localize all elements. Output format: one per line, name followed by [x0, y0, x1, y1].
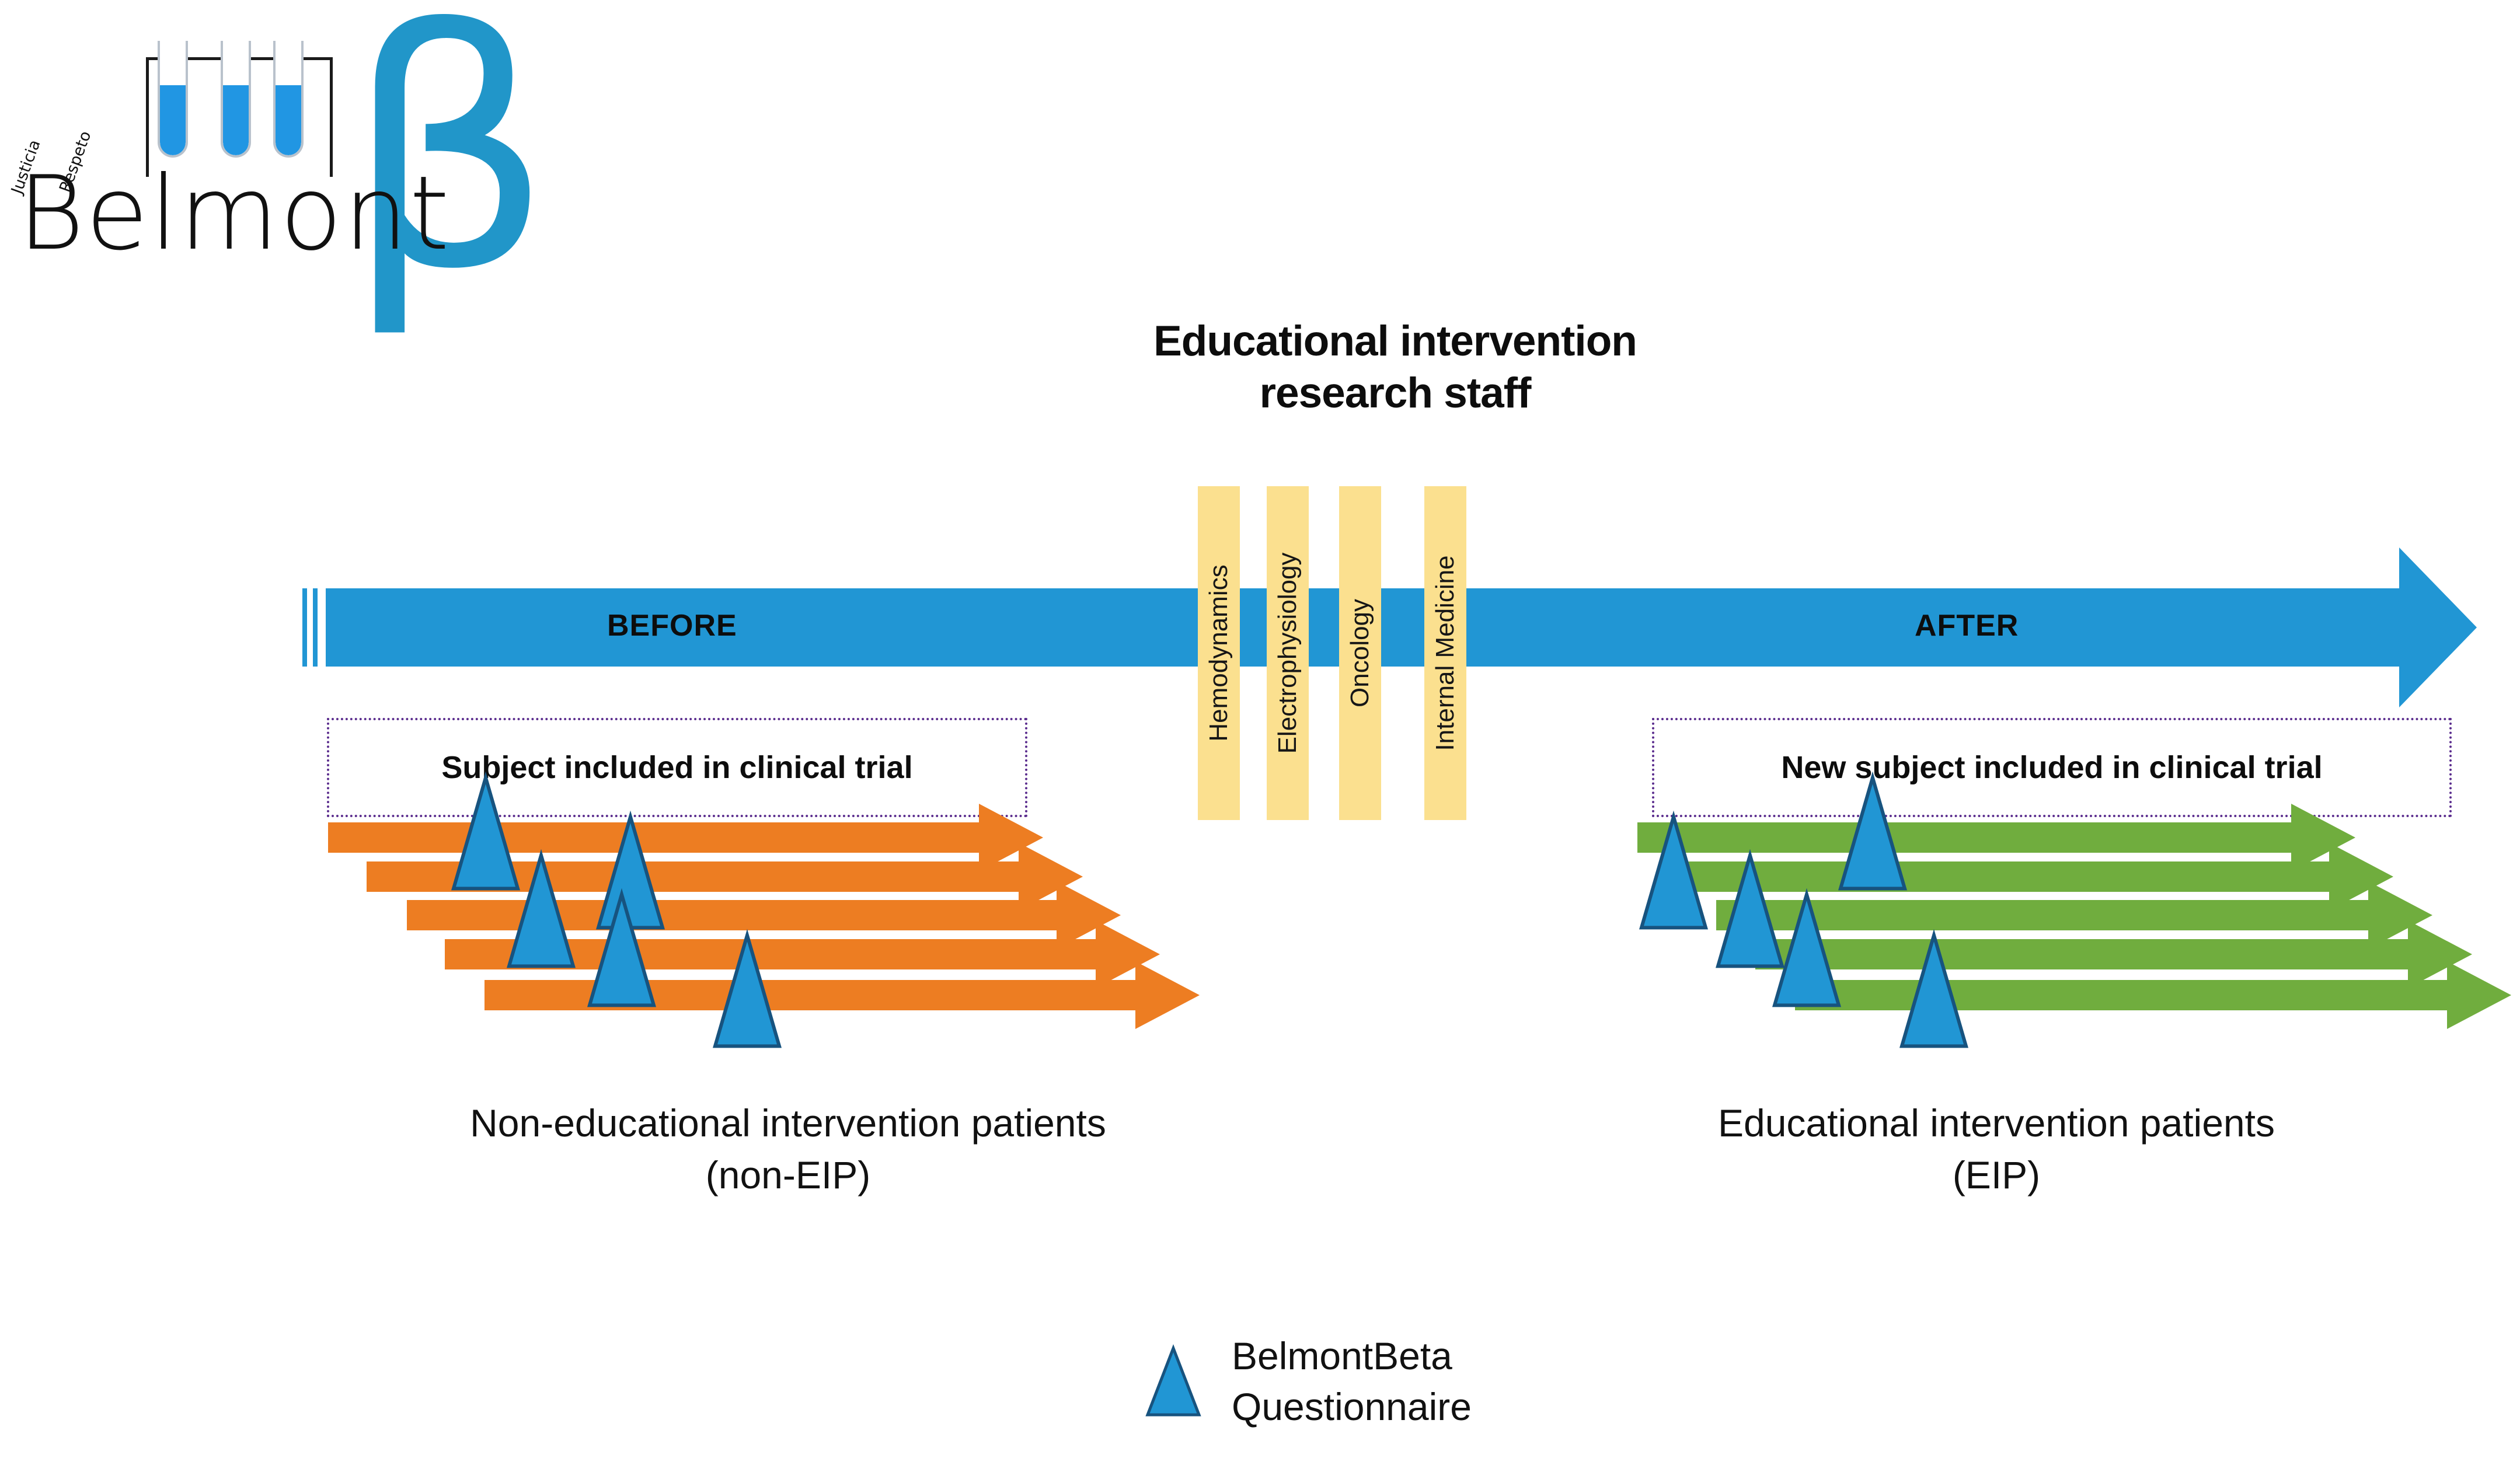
track-arrow-noneip-1 [328, 804, 1043, 871]
group-label-eip-line1: Educational intervention patients [1718, 1101, 2275, 1145]
track-arrow-eip-4 [1755, 920, 2472, 988]
logo-wordmark: Belmont [18, 155, 451, 273]
legend-label-line2: Questionnaire [1232, 1385, 1472, 1429]
arrow-shape [1677, 843, 2393, 911]
arrow-shape [445, 920, 1160, 988]
group-label-non-eip-line2: (non-EIP) [705, 1153, 871, 1197]
test-tube-fluid [276, 85, 301, 155]
arrow-shape [367, 843, 1083, 911]
timeline-tick-1 [302, 588, 307, 667]
timeline-label-before: BEFORE [607, 609, 737, 643]
questionnaire-marker-eip-4 [1772, 888, 1841, 1007]
questionnaire-marker-noneip-3 [507, 849, 576, 968]
track-arrow-eip-2 [1677, 843, 2393, 911]
track-arrow-noneip-4 [445, 920, 1160, 988]
arrow-shape [1716, 881, 2432, 949]
track-arrow-noneip-3 [407, 881, 1121, 949]
test-tube-3-icon [273, 41, 304, 158]
department-bar-hemodynamics: Hemodynamics [1198, 486, 1240, 820]
arrow-shape [1755, 920, 2472, 988]
questionnaire-marker-eip-1 [1838, 771, 1907, 891]
group-label-non-eip: Non-educational intervention patients (n… [233, 1097, 1343, 1201]
callout-left-text: Subject included in clinical trial [441, 750, 913, 785]
belmontbeta-logo: β Beneficencia Justicia Respeto Belmont [8, 0, 555, 391]
group-label-eip-line2: (EIP) [1952, 1153, 2041, 1197]
legend: BelmontBeta Questionnaire [1138, 1331, 1780, 1432]
timeline-tick-2 [313, 588, 318, 667]
legend-label: BelmontBeta Questionnaire [1232, 1331, 1472, 1432]
test-tube-2-icon [221, 41, 251, 158]
timeline-label-after: AFTER [1915, 609, 2019, 643]
questionnaire-marker-noneip-4 [587, 888, 656, 1007]
group-label-eip: Educational intervention patients (EIP) [1529, 1097, 2463, 1201]
test-tube-fluid [223, 85, 249, 155]
department-bar-electrophysiology: Electrophysiology [1267, 486, 1309, 820]
track-arrow-noneip-5 [485, 961, 1200, 1029]
arrow-shape [407, 881, 1121, 949]
test-tube-fluid [160, 85, 186, 155]
group-label-non-eip-line1: Non-educational intervention patients [470, 1101, 1106, 1145]
department-bar-internal-medicine: Internal Medicine [1424, 486, 1466, 820]
questionnaire-marker-noneip-1 [451, 771, 520, 891]
diagram-title: Educational intervention research staff [1086, 315, 1705, 419]
arrow-shape [1637, 804, 2355, 871]
test-tube-1-icon [158, 41, 188, 158]
track-arrow-eip-1 [1637, 804, 2355, 871]
questionnaire-marker-noneip-5 [713, 929, 782, 1048]
track-arrow-eip-3 [1716, 881, 2432, 949]
diagram-title-line2: research staff [1259, 369, 1532, 417]
track-arrow-noneip-2 [367, 843, 1083, 911]
triangle-marker-icon [1145, 1344, 1201, 1417]
arrow-shape [1795, 961, 2511, 1029]
track-arrow-eip-5 [1795, 961, 2511, 1029]
diagram-title-line1: Educational intervention [1153, 318, 1637, 365]
questionnaire-marker-eip-2 [1639, 810, 1708, 930]
arrow-shape [485, 961, 1200, 1029]
department-bar-oncology: Oncology [1339, 486, 1381, 820]
questionnaire-marker-eip-5 [1899, 929, 1968, 1048]
legend-label-line1: BelmontBeta [1232, 1334, 1452, 1377]
beta-symbol-icon: β [344, 0, 553, 342]
callout-subject-included: Subject included in clinical trial [327, 718, 1027, 817]
questionnaire-marker-eip-3 [1716, 849, 1784, 968]
arrow-shape [328, 804, 1043, 871]
